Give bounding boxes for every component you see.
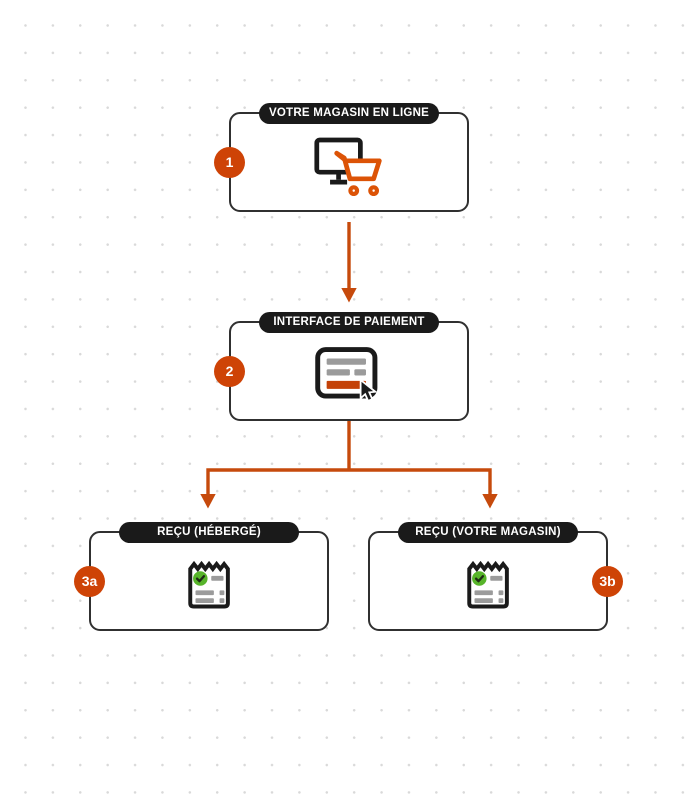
step-badge-1: 1 <box>214 146 245 178</box>
flow-node-receipt-hosted: REÇU (HÉBERGÉ) 3a <box>74 521 329 631</box>
node-label-online-store: VOTRE MAGASIN EN LIGNE <box>259 102 439 124</box>
node-label-receipt-hosted: REÇU (HÉBERGÉ) <box>119 521 299 543</box>
step-badge-3a: 3a <box>74 565 105 597</box>
payment-form-click-icon <box>231 323 467 419</box>
flow-node-receipt-your-store: REÇU (VOTRE MAGASIN) 3b <box>368 521 623 631</box>
flow-node-online-store: VOTRE MAGASIN EN LIGNE 1 <box>214 102 469 212</box>
arrowhead-1-2 <box>341 288 357 303</box>
step-badge-2: 2 <box>214 355 245 387</box>
online-store-cart-icon <box>231 114 467 210</box>
node-label-payment-interface: INTERFACE DE PAIEMENT <box>259 311 439 333</box>
receipt-check-icon <box>91 533 327 629</box>
arrowhead-2-3b <box>482 494 498 509</box>
node-label-receipt-your-store: REÇU (VOTRE MAGASIN) <box>398 521 578 543</box>
flow-node-payment-interface: INTERFACE DE PAIEMENT 2 <box>214 311 469 421</box>
mouse-cursor-icon <box>359 378 378 403</box>
step-badge-3b: 3b <box>592 565 623 597</box>
arrowhead-2-3a <box>200 494 216 509</box>
arrow-branch-2-3 <box>206 468 492 495</box>
receipt-check-icon <box>370 533 606 629</box>
